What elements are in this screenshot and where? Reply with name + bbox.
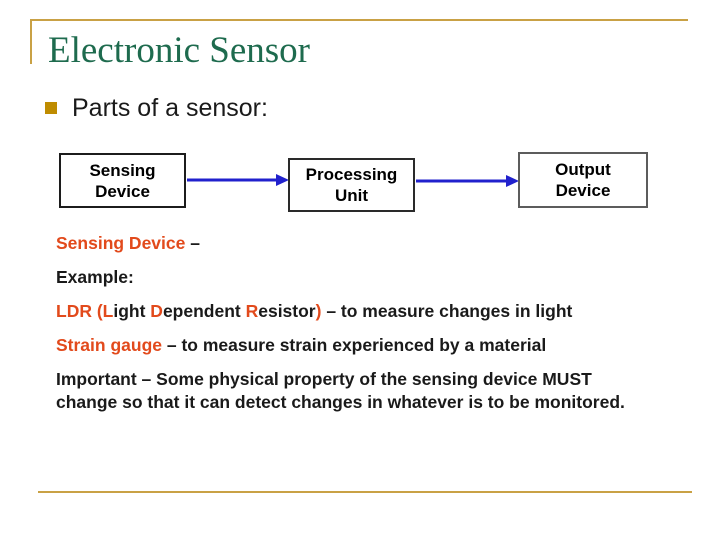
diagram-box-processing-unit: Processing Unit [288,158,415,212]
paragraph-example: Example: [56,266,681,289]
text-segment: Important – Some physical property of th… [56,369,625,412]
body-text-block: Sensing Device – Example: LDR (Light Dep… [56,232,681,425]
accent-text-segment: D [150,301,163,321]
diagram-box-output-device: Output Device [518,152,648,208]
accent-text-segment: R [245,301,259,321]
sensor-flow-diagram: Sensing Device Processing Unit Output De… [0,0,728,220]
paragraph-strain-gauge: Strain gauge – to measure strain experie… [56,334,681,357]
accent-text-segment: Sensing Device [56,233,186,253]
text-segment: – [185,233,200,253]
bullet-item: Parts of a sensor: [45,93,268,123]
flow-arrow-icon [187,174,289,186]
accent-text-segment: LDR (L [56,301,114,321]
paragraph-sensing-device: Sensing Device – [56,232,681,255]
text-segment: esistor [258,301,316,321]
text-segment: Example: [56,267,134,287]
title-accent-line [30,19,32,64]
text-segment: – to measure changes in light [321,301,573,321]
text-segment: ependent [162,301,246,321]
top-divider-line [30,19,688,21]
text-segment: – to measure strain experienced by a mat… [162,335,547,355]
bottom-divider-line [38,491,692,493]
accent-text-segment: ) [315,301,322,321]
flow-arrow-icon [416,175,519,187]
text-segment: ight [113,301,151,321]
paragraph-important: Important – Some physical property of th… [56,368,681,414]
bullet-square-icon [45,102,57,114]
paragraph-ldr: LDR (Light Dependent Resistor) – to meas… [56,300,681,323]
accent-text-segment: Strain gauge [56,335,162,355]
bullet-text: Parts of a sensor: [72,94,268,122]
diagram-box-sensing-device: Sensing Device [59,153,186,208]
slide-title: Electronic Sensor [48,30,310,71]
